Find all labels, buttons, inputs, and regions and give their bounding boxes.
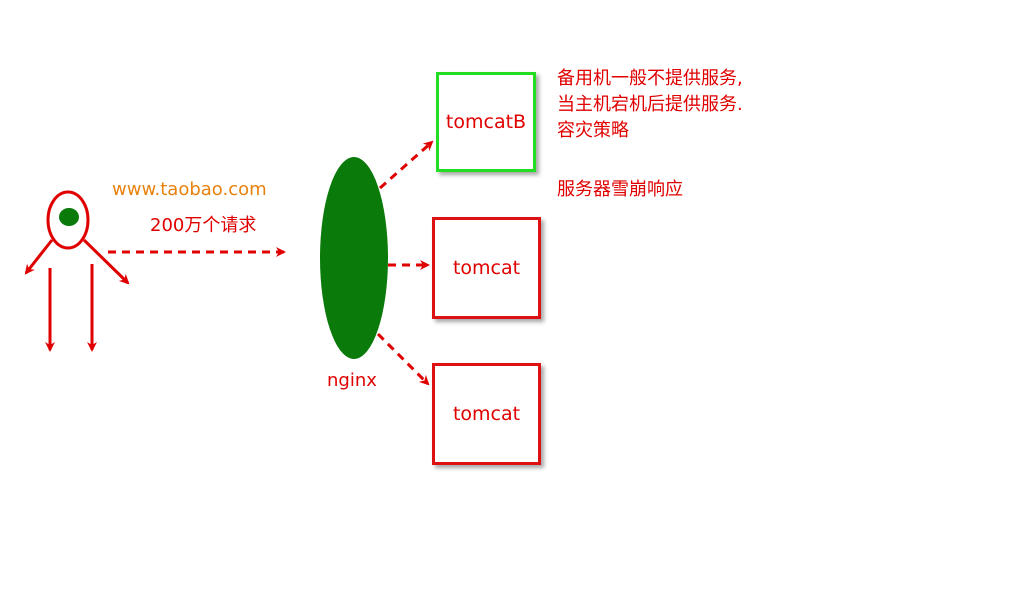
tomcat-server-1: tomcat (432, 217, 541, 319)
user-right-arm (82, 238, 130, 285)
arrow-to-tomcatb (379, 140, 434, 190)
note-line-2: 当主机宕机后提供服务. (557, 94, 743, 115)
nginx-node (320, 157, 388, 359)
tomcat-server-1-label: tomcat (452, 257, 521, 279)
note-line-1: 备用机一般不提供服务, (557, 68, 743, 89)
note-line-4: 服务器雪崩响应 (557, 179, 683, 200)
arrow-to-tomcat-2 (376, 332, 430, 386)
site-url-label: www.taobao.com (112, 179, 267, 200)
user-left-arm (24, 239, 54, 275)
note-line-3: 容灾策略 (557, 120, 629, 141)
request-count-label: 200万个请求 (150, 215, 257, 236)
tomcat-backup-server: tomcatB (436, 72, 536, 172)
nginx-label: nginx (327, 370, 377, 391)
tomcat-backup-label: tomcatB (445, 111, 527, 133)
tomcat-server-2-label: tomcat (452, 403, 521, 425)
user-eye (59, 208, 79, 226)
user-figure (24, 190, 130, 352)
tomcat-server-2: tomcat (432, 363, 541, 465)
